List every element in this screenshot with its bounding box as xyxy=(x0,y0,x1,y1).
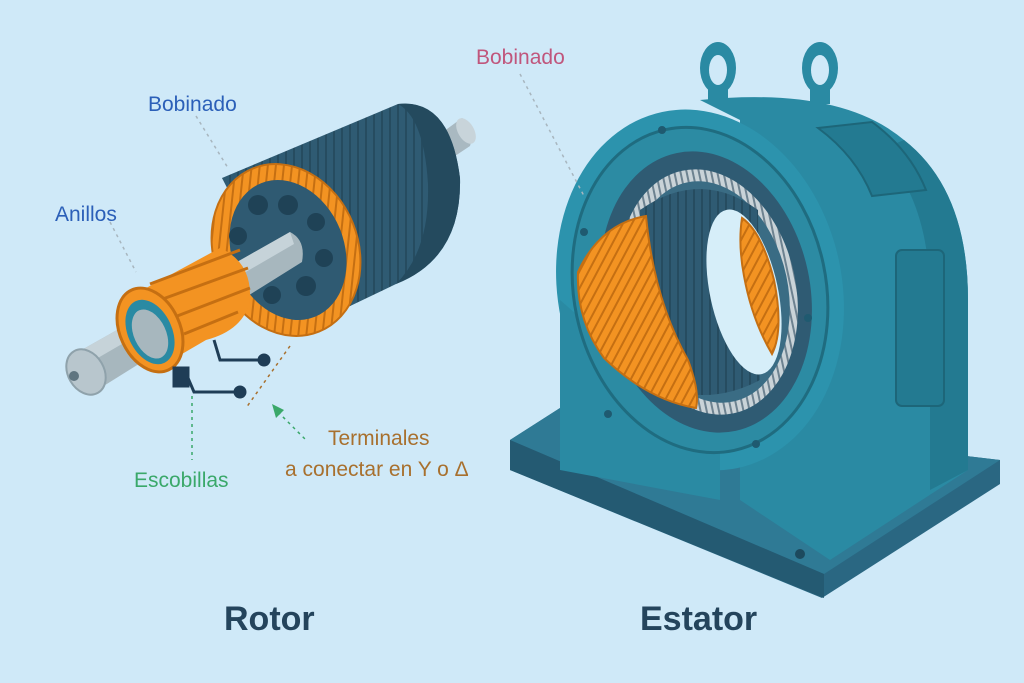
stator-illustration xyxy=(510,42,1000,598)
stator-winding-left xyxy=(576,214,698,410)
stator-vent-side xyxy=(895,249,945,407)
label-rotor-winding: Bobinado xyxy=(148,93,237,116)
rotor-leader-lines xyxy=(109,115,307,460)
label-brushes: Escobillas xyxy=(134,469,229,492)
stator-leader-line xyxy=(519,73,585,197)
label-terminals-line2: a conectar en Y o Δ xyxy=(285,458,469,481)
label-terminals-line1: Terminales xyxy=(328,427,430,450)
slip-rings xyxy=(115,248,251,374)
lifting-eyes xyxy=(700,42,838,104)
stator-vent-top xyxy=(815,120,928,198)
caption-stator: Estator xyxy=(640,600,758,638)
brushes-and-leads xyxy=(172,339,271,399)
terminal-arrow-icon xyxy=(272,404,284,418)
label-stator-winding: Bobinado xyxy=(476,46,565,69)
caption-rotor: Rotor xyxy=(224,600,315,638)
rotor-core-holes xyxy=(229,195,333,304)
rotor-shaft-back-end xyxy=(456,118,476,144)
stator-winding-right xyxy=(739,216,780,357)
label-slip-rings: Anillos xyxy=(55,203,117,226)
rotor-illustration xyxy=(65,103,476,460)
rotor-shaft-end xyxy=(65,348,107,396)
